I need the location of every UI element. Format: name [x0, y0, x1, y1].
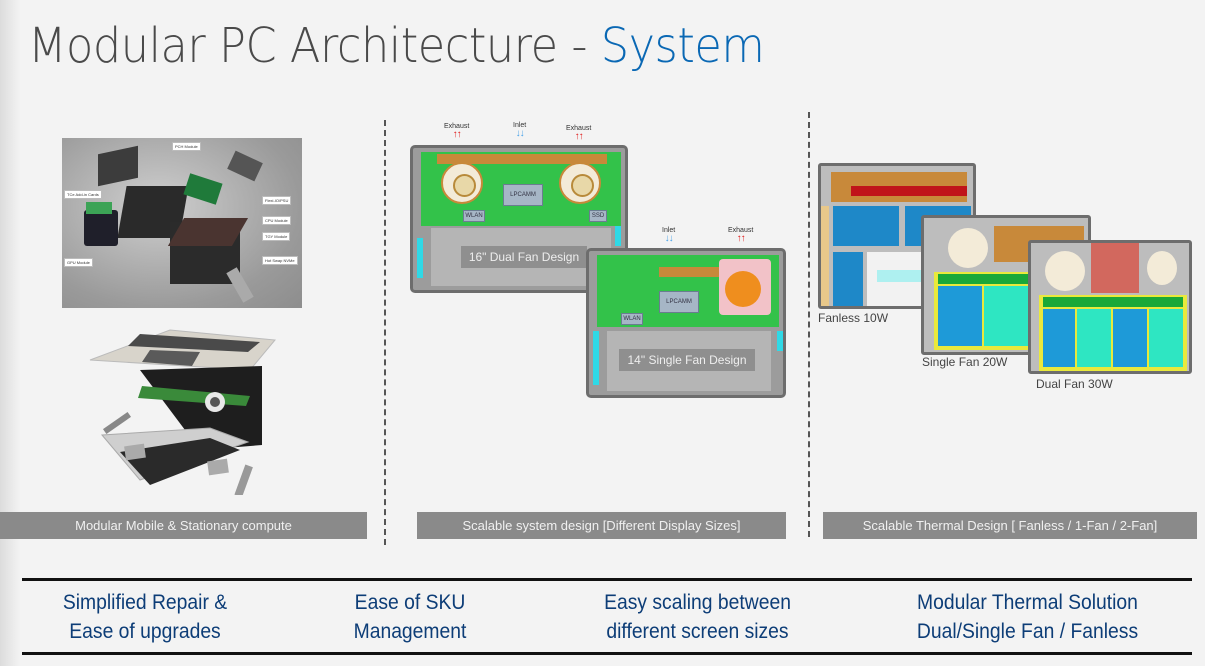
- fan-left: [441, 162, 483, 204]
- benefit-repair: Simplified Repair & Ease of upgrades: [48, 588, 241, 646]
- airflow-inlet-14: Inlet ↓↓: [662, 227, 676, 244]
- io-port-left: [593, 331, 599, 385]
- airflow-label: Inlet: [662, 227, 676, 234]
- lpcamm-module: LPCAMM: [659, 291, 699, 313]
- benefit-thermal: Modular Thermal Solution Dual/Single Fan…: [892, 588, 1163, 646]
- wlan-module: WLAN: [463, 210, 485, 222]
- design-label-14: 14" Single Fan Design: [619, 349, 755, 371]
- battery-top: [938, 274, 1080, 284]
- render-label-cpu: CPU Module: [262, 216, 291, 225]
- fan-right: [1147, 251, 1177, 285]
- airflow-label: Exhaust: [728, 227, 754, 234]
- render-label-gpu: GPU Module: [64, 258, 93, 267]
- divider-2: [808, 112, 810, 537]
- divider-1: [384, 120, 386, 545]
- fan-left: [1045, 251, 1085, 291]
- laptop-illustration: [89, 329, 276, 495]
- battery-cell: [984, 286, 1028, 346]
- render-label-nvme: Hot Swap NVMe: [262, 256, 298, 265]
- benefit-line: Ease of SKU: [354, 591, 466, 614]
- benefit-line: Simplified Repair &: [62, 591, 228, 614]
- battery-top: [1043, 297, 1183, 307]
- airflow-label: Exhaust: [444, 123, 470, 130]
- fan-rotor: [725, 271, 761, 307]
- gpu-card: [86, 202, 112, 214]
- vapor-chamber: [1091, 243, 1139, 293]
- battery-cell: [1043, 309, 1075, 367]
- battery-cell: [1113, 309, 1147, 367]
- render-label-psu: Flexi-IO/PSU: [262, 196, 292, 205]
- battery-cell: [938, 286, 982, 346]
- battery-cell: [833, 206, 899, 246]
- slide-title: Modular PC Architecture - System: [28, 18, 765, 74]
- ssd-module: SSD: [589, 210, 607, 222]
- render-label-pch: PCH Module: [172, 142, 201, 151]
- battery-cell: [833, 252, 863, 306]
- caption-scalable-system: Scalable system design [Different Displa…: [417, 512, 786, 539]
- psu-module: [227, 150, 263, 182]
- board-16-dual-fan: LPCAMM WLAN SSD 16" Dual Fan Design: [410, 145, 628, 293]
- board-14-single-fan: LPCAMM WLAN 14" Single Fan Design: [586, 248, 786, 398]
- fan-housing: [948, 228, 988, 268]
- backplate: [98, 145, 138, 187]
- benefit-line: Management: [353, 620, 467, 643]
- io-port-left: [417, 238, 423, 278]
- benefit-sku: Ease of SKU Management: [318, 588, 502, 646]
- title-accent: System: [600, 18, 765, 74]
- exploded-laptop-render: [80, 320, 280, 495]
- thermal-label-fanless: Fanless 10W: [818, 311, 889, 325]
- battery-cell: [1077, 309, 1111, 367]
- thermal-label-single-fan: Single Fan 20W: [922, 355, 1008, 369]
- render-label-addin: TCe Add-in Cards: [64, 190, 102, 199]
- benefit-line: different screen sizes: [606, 620, 789, 643]
- airflow-inlet: Inlet ↓↓: [513, 122, 527, 139]
- thermal-label-dual-fan: Dual Fan 30W: [1036, 377, 1113, 391]
- airflow-label: Inlet: [513, 122, 527, 129]
- benefit-scaling: Easy scaling between different screen si…: [580, 588, 815, 646]
- gpu-module: [84, 210, 118, 246]
- wlan-module: WLAN: [621, 313, 643, 325]
- left-edge-shadow: [0, 0, 20, 666]
- battery-cell: [1149, 309, 1183, 367]
- hinge-edge: [821, 206, 829, 306]
- caption-modular-compute: Modular Mobile & Stationary compute: [0, 512, 367, 539]
- benefit-line: Ease of upgrades: [69, 620, 221, 643]
- benefit-line: Dual/Single Fan / Fanless: [916, 620, 1139, 643]
- cpu-module: [183, 173, 223, 205]
- exhaust-arrows-icon: ↑↑: [452, 129, 462, 140]
- airflow-label: Exhaust: [566, 125, 592, 132]
- vapor-chamber: [851, 186, 967, 196]
- title-main: Modular PC Architecture -: [28, 18, 601, 74]
- io-port-right: [777, 331, 783, 351]
- airflow-exhaust-right: Exhaust ↑↑: [566, 125, 592, 142]
- heat-pipe: [659, 267, 739, 277]
- design-label-16: 16" Dual Fan Design: [461, 246, 587, 268]
- inlet-arrows-icon: ↓↓: [664, 233, 674, 244]
- nvme-module: [226, 267, 254, 303]
- inlet-arrows-icon: ↓↓: [515, 128, 525, 139]
- benefits-bottom-rule: [22, 652, 1192, 655]
- exhaust-arrows-icon: ↑↑: [574, 131, 584, 142]
- lpcamm-module: LPCAMM: [503, 184, 543, 206]
- caption-scalable-thermal: Scalable Thermal Design [ Fanless / 1-Fa…: [823, 512, 1197, 539]
- benefit-line: Modular Thermal Solution: [917, 591, 1138, 614]
- io-port-right: [615, 226, 621, 246]
- airflow-exhaust-14: Exhaust ↑↑: [728, 227, 754, 244]
- airflow-exhaust-left: Exhaust ↑↑: [444, 123, 470, 140]
- exhaust-arrows-icon: ↑↑: [736, 233, 746, 244]
- render-label-tgy: TGY Module: [262, 232, 291, 241]
- fan-right: [559, 162, 601, 204]
- benefit-line: Easy scaling between: [604, 591, 791, 614]
- thermal-dual-fan-30w: [1028, 240, 1192, 374]
- modular-desktop-render: PCH Module TCe Add-in Cards Flexi-IO/PSU…: [62, 138, 302, 308]
- heat-pipe: [437, 154, 607, 164]
- benefits-top-rule: [22, 578, 1192, 581]
